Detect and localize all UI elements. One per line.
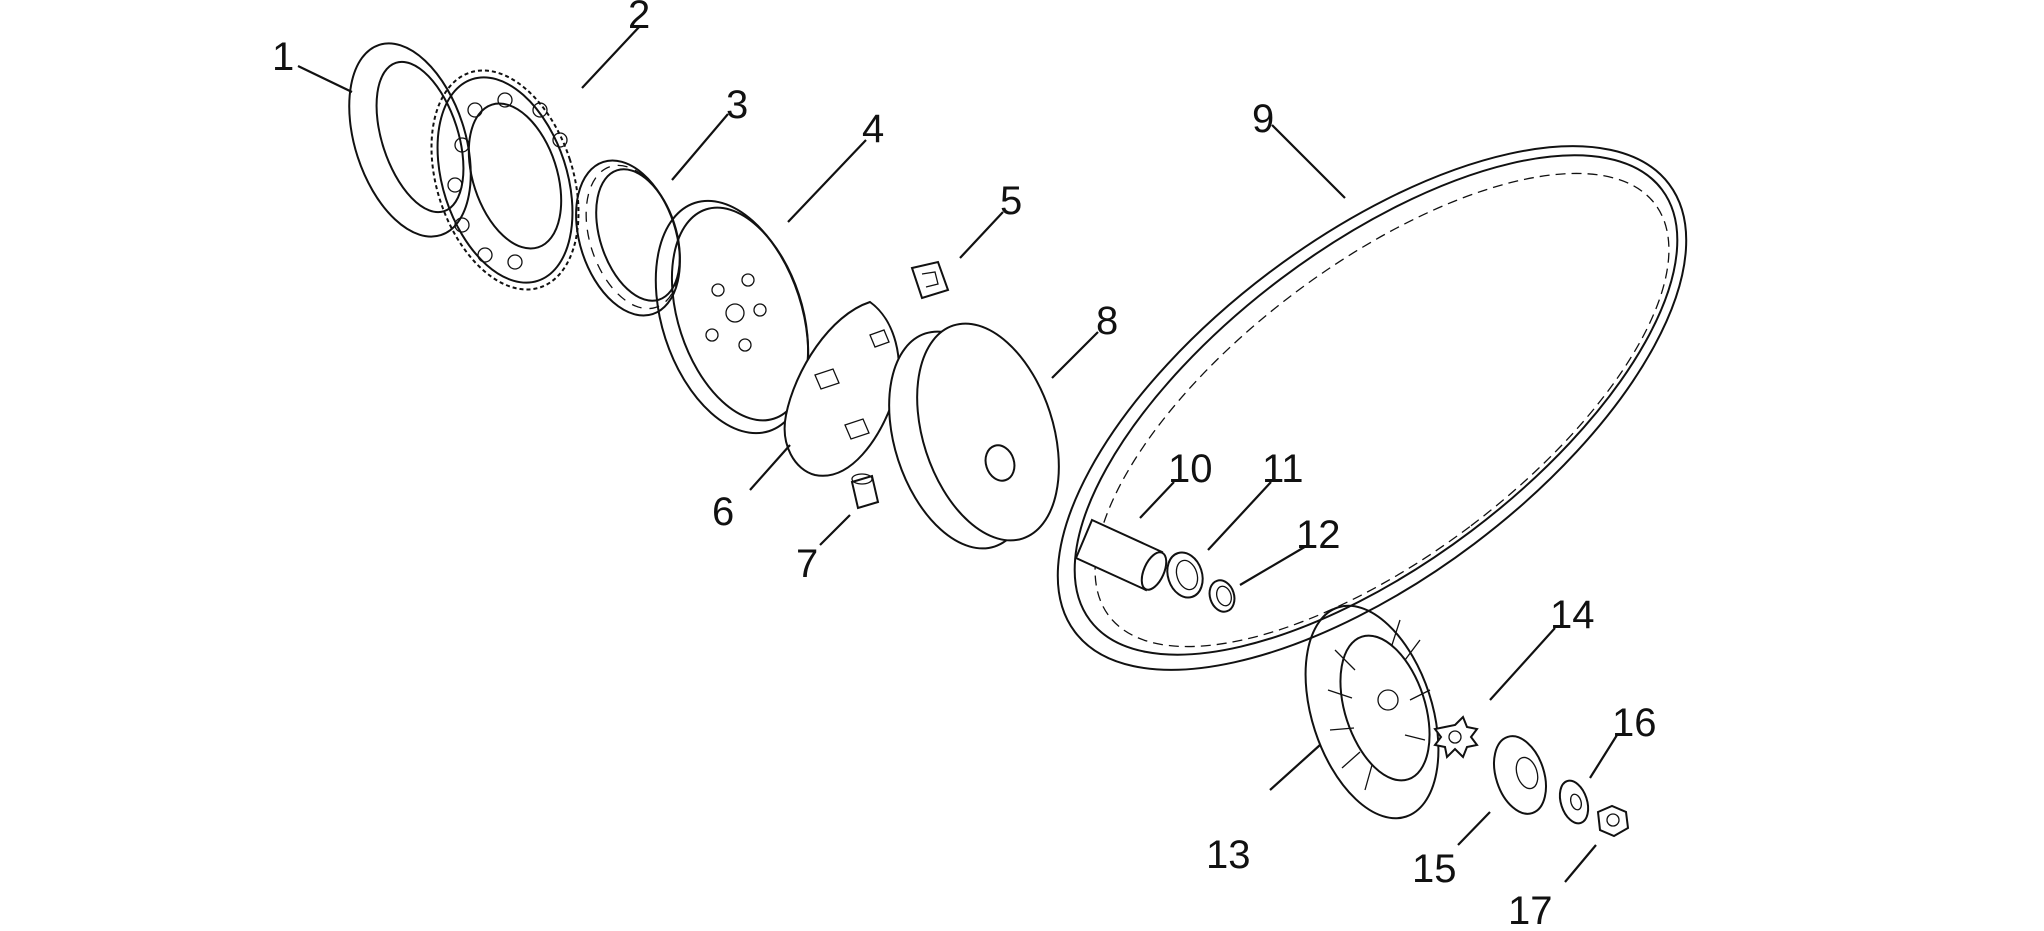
callout-12: 12 xyxy=(1296,513,1341,557)
part-9-drive-belt xyxy=(1056,145,1688,671)
part-7-roller xyxy=(850,473,880,510)
callout-11: 11 xyxy=(1262,447,1304,491)
part-16-washer xyxy=(1558,779,1590,825)
part-1-ring xyxy=(348,42,472,238)
part-5-slider xyxy=(910,260,950,300)
leader-lines xyxy=(297,25,1618,883)
callout-17: 17 xyxy=(1508,889,1553,931)
callout-2: 2 xyxy=(628,0,650,37)
callout-3: 3 xyxy=(726,83,748,127)
part-2-gear xyxy=(430,69,580,291)
callout-9: 9 xyxy=(1252,97,1274,141)
callout-10: 10 xyxy=(1168,447,1213,491)
part-12-o-ring xyxy=(1208,579,1236,613)
callout-8: 8 xyxy=(1096,299,1118,343)
part-13-fan-pulley xyxy=(1304,604,1440,820)
callout-15: 15 xyxy=(1412,847,1457,891)
callout-5: 5 xyxy=(1000,179,1022,223)
part-14-star-washer xyxy=(1433,715,1479,760)
part-17-nut xyxy=(1596,804,1630,838)
part-11-seal-ring xyxy=(1166,551,1204,599)
callout-6: 6 xyxy=(712,490,734,534)
callout-1: 1 xyxy=(272,35,294,79)
callout-4: 4 xyxy=(862,107,884,151)
part-3-bearing-cage xyxy=(575,159,681,317)
callout-14: 14 xyxy=(1550,593,1595,637)
part-15-clutch-hub xyxy=(1493,735,1547,815)
part-4-back-plate xyxy=(654,199,810,435)
callout-7: 7 xyxy=(796,542,818,586)
part-6-ramp-plate xyxy=(783,300,900,477)
callout-labels: 1 2 3 4 5 6 7 8 9 10 11 12 13 14 15 16 1… xyxy=(272,0,1657,931)
part-10-bushing xyxy=(1074,518,1168,592)
callout-13: 13 xyxy=(1206,833,1251,877)
part-8-pulley xyxy=(888,322,1060,550)
callout-16: 16 xyxy=(1612,701,1657,745)
